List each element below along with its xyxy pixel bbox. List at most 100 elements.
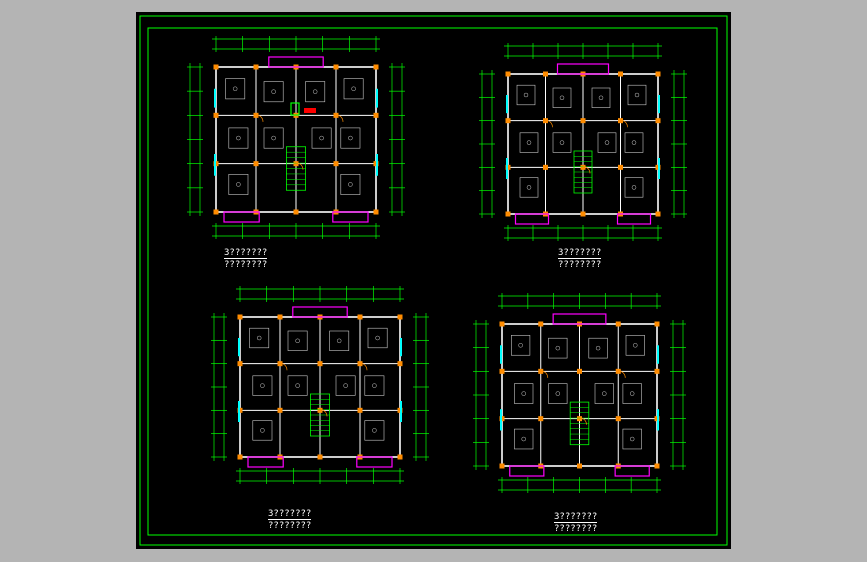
structural-column [615,321,621,327]
structural-column [618,118,623,124]
drawing-viewport[interactable]: 3??????? ???????? 3??????? ???????? 3???… [136,12,731,549]
structural-column [373,112,379,118]
structural-column [237,361,243,367]
structural-column [538,416,544,422]
structural-column [317,454,323,460]
structural-column [580,211,586,217]
furniture [559,140,565,145]
plan-3 [211,286,429,484]
structural-column [577,463,582,469]
furniture [510,335,531,356]
furniture [518,343,523,348]
furniture [311,127,332,149]
furniture [335,375,356,396]
plan-3-subtitle: ???????? [268,519,312,531]
furniture [364,420,385,441]
door-swing [255,114,264,122]
structural-column [499,463,505,469]
furniture [305,81,326,103]
furniture [521,391,526,396]
structural-column [577,416,582,422]
furniture [225,78,246,100]
balcony-bottom-left [247,456,284,468]
structural-column [317,407,323,413]
furniture [514,428,534,450]
plan-1-title: 3??????? [224,248,268,258]
structural-column [618,164,623,170]
structural-column [293,161,299,167]
structural-column [333,161,339,167]
door-swing [540,370,549,378]
structural-column [654,321,660,327]
furniture [252,420,273,441]
furniture [598,95,604,101]
door-swing [582,166,591,174]
door-swing [279,362,288,371]
furniture [516,84,536,106]
furniture [343,383,348,388]
structural-column [499,321,505,327]
furniture [295,338,300,344]
furniture [372,428,377,433]
furniture [633,343,638,348]
furniture [340,127,361,149]
structural-column [543,164,548,170]
structural-column [253,64,259,70]
furniture [588,337,608,359]
furniture [340,174,361,195]
furniture [263,127,284,149]
structural-column [373,209,379,215]
balcony-bottom-left [514,213,550,225]
plan-2-title: 3??????? [558,248,602,258]
furniture [597,132,617,153]
structural-column [654,368,660,374]
furniture [228,174,249,195]
plan-2-caption: 3??????? ???????? [558,248,602,270]
structural-column [277,314,283,320]
furniture [375,335,380,341]
furniture [372,383,377,388]
drawing-sheet [139,15,728,546]
furniture [627,84,647,106]
furniture [591,87,611,108]
furniture [232,86,238,91]
furniture [624,177,644,198]
balcony-top [292,306,348,318]
furniture [625,335,645,356]
furniture [271,89,276,94]
furniture [519,132,539,153]
balcony-bottom-left [509,465,545,477]
structural-column [213,112,219,118]
structural-column [357,314,363,320]
structural-column [615,368,621,374]
furniture [624,132,644,153]
plan-3-caption: 3??????? ???????? [268,509,312,531]
door-swing [545,119,553,128]
door-swing [359,362,368,371]
balcony-bottom-right [614,465,650,477]
structural-column [505,71,511,77]
structural-column [357,407,363,413]
furniture [236,135,241,141]
furniture [364,375,385,396]
furniture [548,383,568,404]
structural-column [655,211,661,217]
structural-column [654,463,660,469]
furniture [604,140,610,145]
balcony-top [268,56,324,68]
furniture [622,383,642,404]
balcony-bottom-left [223,211,260,223]
structural-column [577,368,582,374]
door-swing [579,417,587,425]
balcony-bottom-right [356,456,393,468]
plan-2 [479,43,687,241]
door-swing [319,409,328,417]
furniture [271,135,276,141]
balcony-top [552,313,607,325]
structural-column [397,361,403,367]
furniture [312,89,318,94]
structural-column [293,209,299,215]
furniture [249,327,270,349]
furniture [555,345,561,351]
structural-column [333,64,339,70]
